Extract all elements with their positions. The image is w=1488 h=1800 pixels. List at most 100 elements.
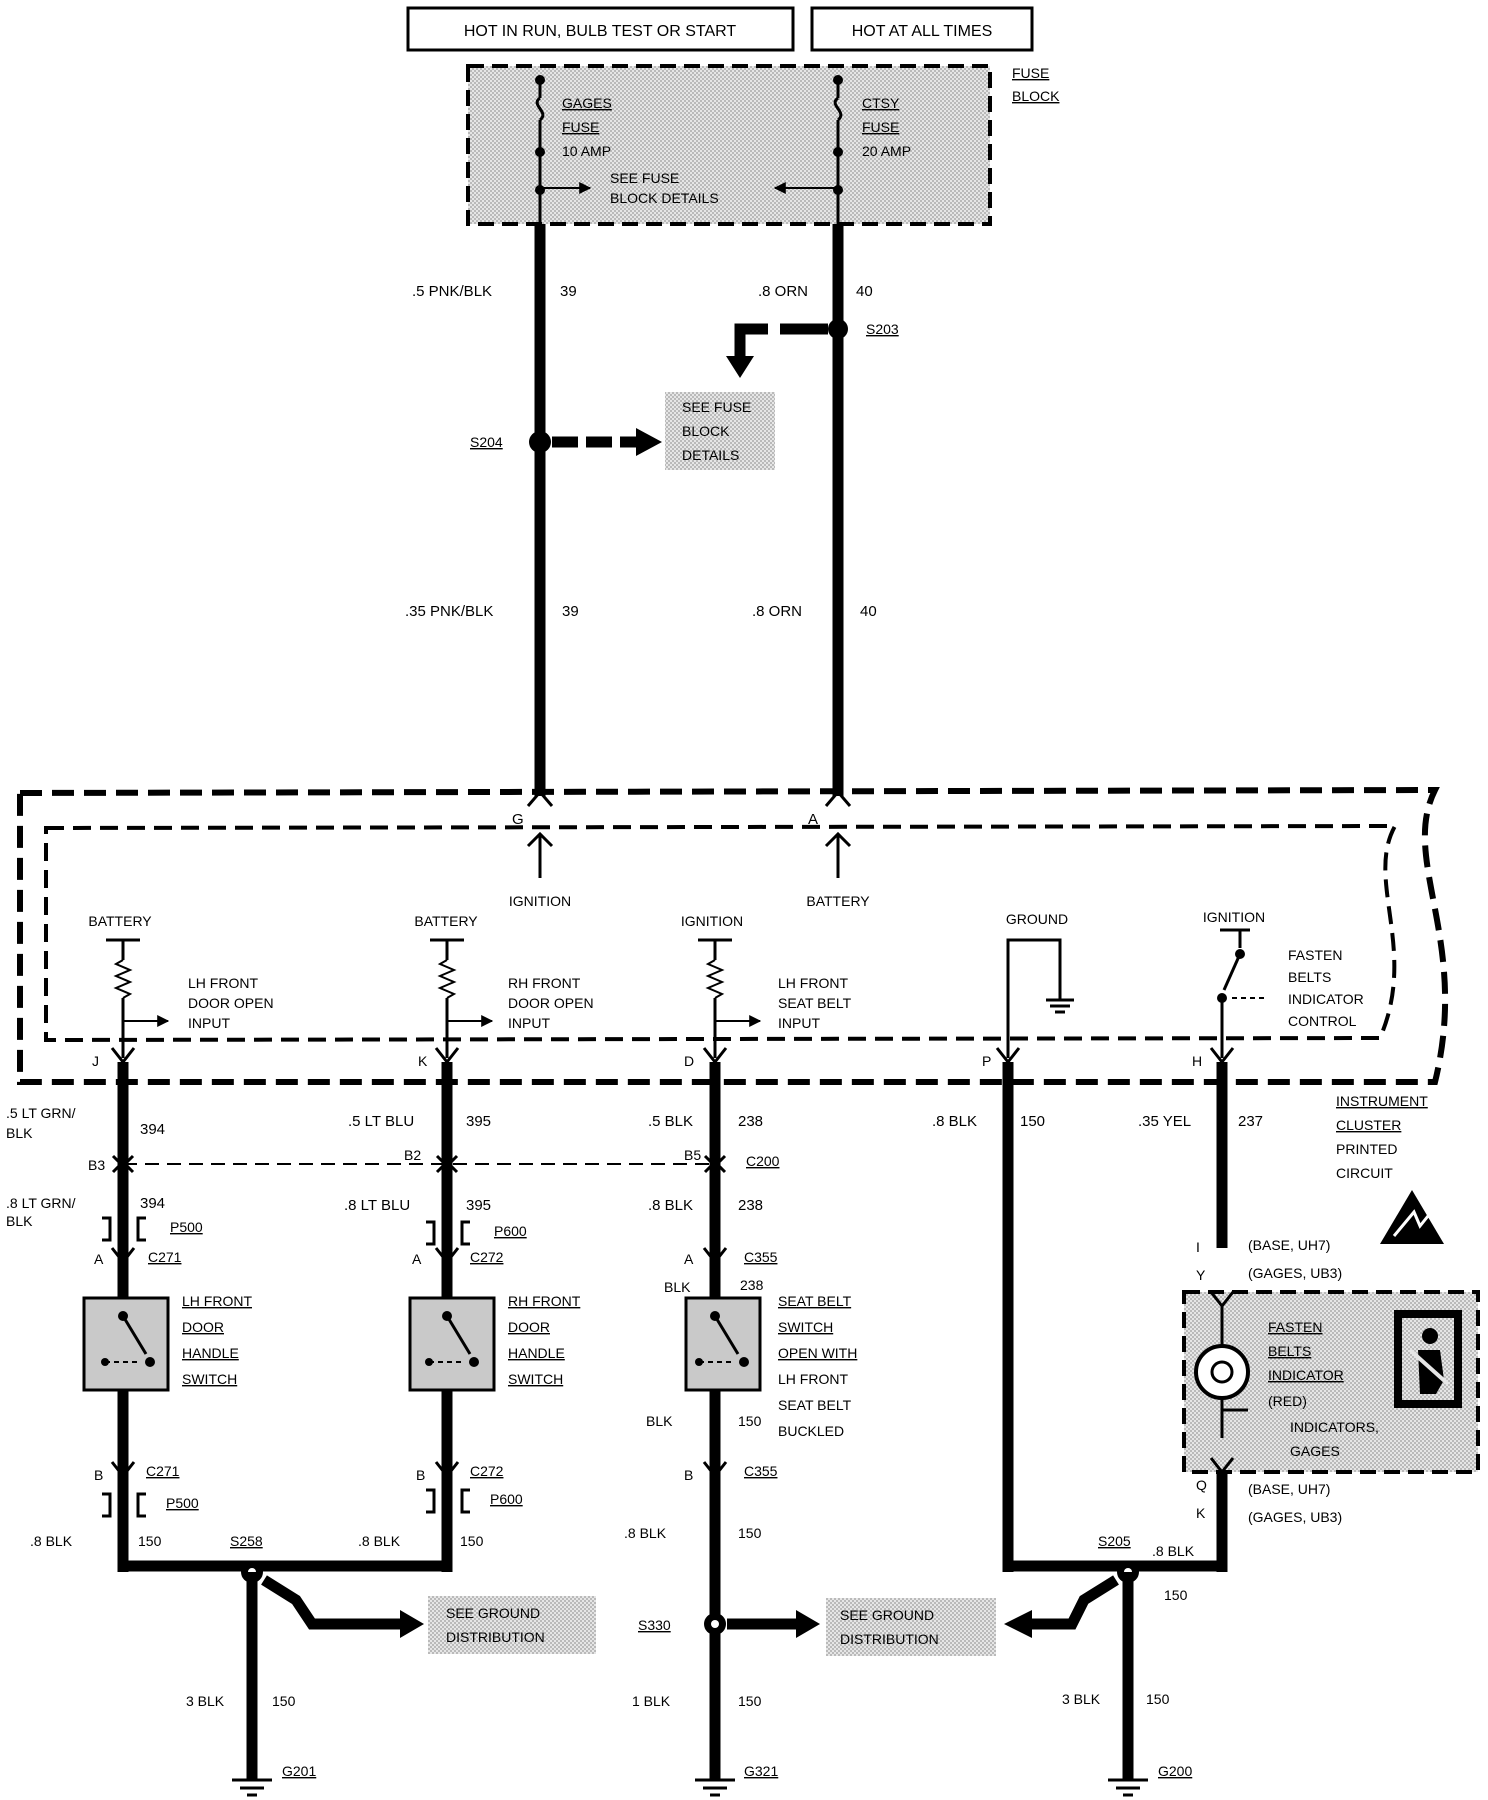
c1-gauge2-b: BLK <box>6 1213 33 1229</box>
seat-bot-gauge: .8 BLK <box>624 1525 667 1541</box>
c2-gauge: .5 LT BLU <box>348 1113 414 1130</box>
c272-top-icon <box>434 1247 460 1265</box>
resistor-icon-2 <box>437 959 457 999</box>
rh-switch-line-1: RH FRONT <box>508 1293 581 1309</box>
p500-top-label: P500 <box>170 1219 203 1235</box>
header-right-label: HOT AT ALL TIMES <box>852 23 993 40</box>
pin-d-label: D <box>684 1053 694 1069</box>
p600-top-icon <box>426 1220 470 1246</box>
wire-39-gauge-top: .5 PNK/BLK <box>412 283 492 300</box>
see-ground-dist-mid-box <box>826 1598 996 1656</box>
connector-c200-label: C200 <box>746 1153 780 1169</box>
seat-switch-line-2: SWITCH <box>778 1319 833 1335</box>
esd-warning-icon <box>1380 1190 1444 1244</box>
g201-label: G201 <box>282 1763 316 1779</box>
fuse-details-line-2: BLOCK DETAILS <box>610 190 719 206</box>
input-lh-door-line-1: LH FRONT <box>188 975 258 991</box>
indicator-line-1: FASTEN <box>1268 1319 1322 1335</box>
input-seat-belt-line-1: LH FRONT <box>778 975 848 991</box>
lh-switch-line-4: SWITCH <box>182 1371 237 1387</box>
indicator-line-2: BELTS <box>1268 1343 1311 1359</box>
indicator-top-base: (BASE, UH7) <box>1248 1237 1330 1253</box>
pin-b3-label: B3 <box>88 1157 105 1173</box>
indicator-pin-k: K <box>1196 1505 1206 1521</box>
ground-g321: G321 <box>695 1763 778 1797</box>
wire-40-gauge-mid: .8 ORN <box>752 603 802 620</box>
c1-circuit: 394 <box>140 1121 165 1138</box>
indicator-bot-gages: (GAGES, UB3) <box>1248 1509 1342 1525</box>
seat-bot-circuit: 150 <box>738 1525 762 1541</box>
indicator-control-line-1: FASTEN <box>1288 947 1342 963</box>
p600-top-label: P600 <box>494 1223 527 1239</box>
pin-g-label: G <box>512 811 524 828</box>
see-ground-mid-1: SEE GROUND <box>840 1607 934 1623</box>
rh-door-handle-switch <box>408 1296 496 1392</box>
s205-gauge: .8 BLK <box>1152 1543 1195 1559</box>
lh-switch-line-3: HANDLE <box>182 1345 239 1361</box>
see-fuse-line-1: SEE FUSE <box>682 399 751 415</box>
transistor-switch-icon <box>1222 953 1242 991</box>
battery-top-label: BATTERY <box>806 893 870 909</box>
p500-bot-icon <box>102 1492 146 1518</box>
c272-bot-icon <box>434 1461 460 1479</box>
switch-contact-icon-3 <box>713 1315 740 1355</box>
arrow-right-icon-2 <box>636 428 662 456</box>
p600-bot-label: P600 <box>490 1491 523 1507</box>
see-ground-dist-left-box <box>428 1596 596 1654</box>
pin-h-label: H <box>1192 1053 1202 1069</box>
arrow-down-icon <box>726 356 754 378</box>
indicator-line-3: INDICATOR <box>1268 1367 1344 1383</box>
wire-39-circuit-top: 39 <box>560 283 577 300</box>
connector-g-icon <box>526 789 554 807</box>
pin-j-label: J <box>92 1053 99 1069</box>
cluster-caption-3: PRINTED <box>1336 1141 1397 1157</box>
rh-bot-gauge: .8 BLK <box>358 1533 401 1549</box>
lh-bot-circuit: 150 <box>138 1533 162 1549</box>
seat-switch-line-3: OPEN WITH <box>778 1345 857 1361</box>
s258-branch <box>261 1575 400 1630</box>
c271-top-icon <box>110 1247 136 1265</box>
indicator-bot-base: (BASE, UH7) <box>1248 1481 1330 1497</box>
input-rh-door-line-1: RH FRONT <box>508 975 581 991</box>
p600-bot-icon <box>426 1488 470 1514</box>
rh-switch-line-2: DOOR <box>508 1319 550 1335</box>
pin-k-label: K <box>418 1053 428 1069</box>
c4-gauge: .8 BLK <box>932 1113 977 1130</box>
splice-s203-label: S203 <box>866 321 899 337</box>
resistor-icon <box>113 959 133 999</box>
c355-bot-pin: B <box>684 1467 693 1483</box>
seat-blk-label: BLK <box>646 1413 673 1429</box>
seat-switch-line-4: LH FRONT <box>778 1371 848 1387</box>
c355-bot-label: C355 <box>744 1463 778 1479</box>
c272-bot-pin: B <box>416 1467 425 1483</box>
indicator-control-line-4: CONTROL <box>1288 1013 1357 1029</box>
cluster-outer-boundary <box>17 786 1449 1085</box>
ignition-top-label: IGNITION <box>509 893 571 909</box>
rh-switch-line-4: SWITCH <box>508 1371 563 1387</box>
cluster-pins <box>110 1047 1235 1065</box>
gages-fuse-icon <box>535 96 545 122</box>
input-seat-belt-line-3: INPUT <box>778 1015 820 1031</box>
header-box-right <box>810 6 1034 52</box>
wire-39-gauge-mid: .35 PNK/BLK <box>405 603 493 620</box>
wire-40-circuit-mid: 40 <box>860 603 877 620</box>
seat-150-label: 150 <box>738 1413 762 1429</box>
input-rh-door-source: BATTERY <box>414 913 478 929</box>
indicator-control-line-2: BELTS <box>1288 969 1331 985</box>
c1-gauge-b: BLK <box>6 1125 33 1141</box>
g200-gauge: 3 BLK <box>1062 1691 1101 1707</box>
header: HOT IN RUN, BULB TEST OR START HOT AT AL… <box>406 6 1034 52</box>
c5-gauge: .35 YEL <box>1138 1113 1191 1130</box>
indicator-control-line-3: INDICATOR <box>1288 991 1364 1007</box>
input-rh-door: BATTERY RH FRONT DOOR OPEN INPUT K <box>414 913 593 1069</box>
c271-top-label: C271 <box>148 1249 182 1265</box>
cluster-ground: GROUND P <box>982 911 1074 1069</box>
rh-bot-circuit: 150 <box>460 1533 484 1549</box>
lh-door-handle-switch <box>82 1296 170 1392</box>
indicator-control: IGNITION FASTEN BELTS INDICATOR CONTROL … <box>1192 909 1364 1069</box>
fuse-block-box <box>466 64 992 226</box>
c200-pin-b3-icon <box>111 1154 135 1174</box>
splice-s258-label: S258 <box>230 1533 263 1549</box>
g321-gauge: 1 BLK <box>632 1693 671 1709</box>
